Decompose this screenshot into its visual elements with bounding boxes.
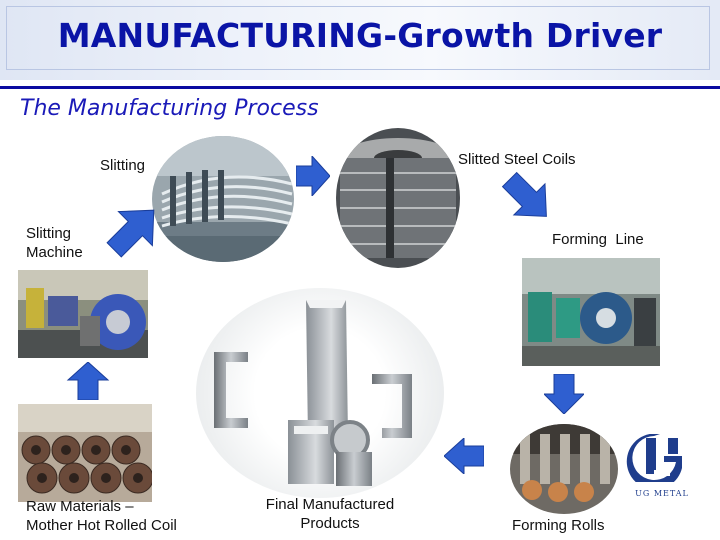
label-final-line1: Final Manufactured: [265, 496, 395, 513]
label-raw-line2: Mother Hot Rolled Coil: [26, 517, 177, 534]
arrow-left-icon: [444, 438, 484, 474]
label-forming-line: Forming Line: [552, 231, 644, 248]
slitting-photo: [152, 136, 294, 262]
forming-rolls-photo: [510, 424, 618, 514]
label-forming-rolls: Forming Rolls: [512, 517, 605, 534]
label-raw-line1: Raw Materials –: [26, 498, 134, 515]
arrow-down-right-icon: [501, 171, 547, 217]
raw-materials-photo: [18, 404, 152, 502]
page-title: MANUFACTURING-Growth Driver: [57, 16, 663, 55]
label-raw-materials: Raw Materials – Mother Hot Rolled Coil: [26, 497, 177, 535]
ug-metal-logo-icon: UG METAL: [624, 433, 700, 498]
forming-line-photo: [522, 258, 660, 366]
slitting-machine-photo: [18, 270, 148, 358]
arrow-right-icon: [296, 156, 330, 196]
arrow-up-icon: [66, 362, 110, 400]
title-underline: [0, 86, 720, 89]
label-slitted-coils: Slitted Steel Coils: [458, 151, 576, 168]
label-slitting: Slitting: [100, 157, 146, 174]
banner-frame: [6, 6, 710, 70]
arrow-up-right-icon: [106, 209, 155, 258]
label-final-products: Final Manufactured Products: [240, 495, 420, 533]
final-products-photo: [196, 288, 444, 498]
slitted-coils-photo: [336, 128, 460, 268]
logo-text: UG METAL: [635, 489, 689, 498]
arrow-down-icon: [544, 374, 584, 414]
title-banner: MANUFACTURING-Growth Driver: [0, 0, 720, 80]
label-slitting-machine: Slitting Machine: [26, 224, 83, 262]
section-subtitle: The Manufacturing Process: [20, 96, 319, 121]
label-slitting-machine-line2: Machine: [26, 244, 83, 261]
label-final-line2: Products: [300, 515, 360, 532]
label-slitting-machine-line1: Slitting: [26, 225, 72, 242]
